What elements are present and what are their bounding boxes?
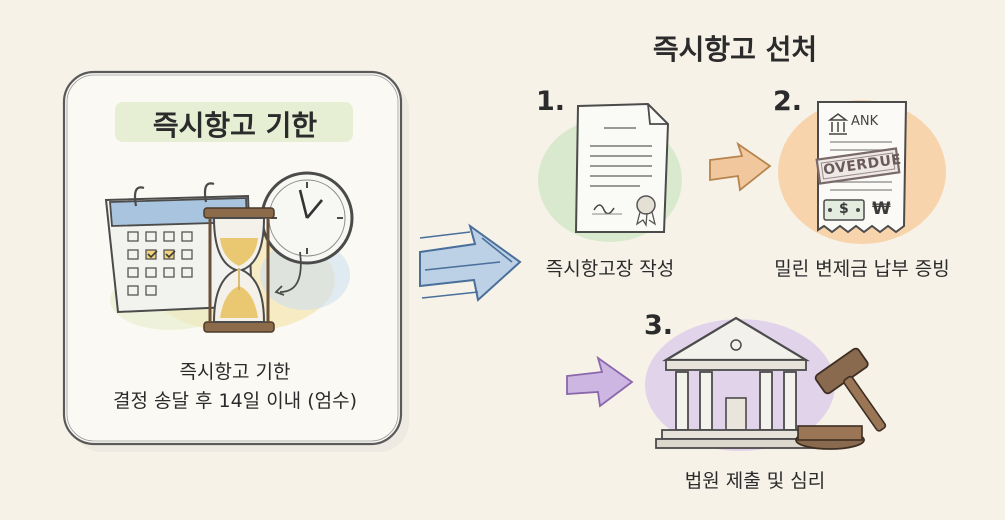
receipt-dollar-symbol: $ (839, 201, 849, 217)
step3-courthouse-gavel-icon (645, 316, 887, 451)
arrow-orange-icon (709, 141, 772, 192)
deadline-subtitle-line1: 즉시항고 기한 (179, 361, 291, 383)
section-title: 즉시항고 선처 (652, 33, 818, 66)
step1-number: 1. (536, 86, 566, 117)
arrow-purple-icon (566, 355, 634, 408)
step2-number: 2. (773, 86, 803, 117)
deadline-subtitle-line2: 결정 송달 후 14일 이내 (엄수) (112, 390, 357, 412)
step1-label: 즉시항고장 작성 (545, 258, 675, 280)
step1-document-icon (538, 102, 682, 242)
step2-label: 밀린 변제금 납부 증빙 (774, 258, 950, 280)
calendar-hourglass-clock-icon (104, 171, 354, 333)
main-arrow-icon (419, 223, 522, 302)
step3-label: 법원 제출 및 심리 (684, 470, 826, 492)
deadline-card-subtitle: 즉시항고 기한 결정 송달 후 14일 이내 (엄수) (80, 358, 390, 416)
receipt-won-symbol: ₩ (872, 199, 891, 219)
step3-number: 3. (644, 310, 674, 341)
deadline-card-title: 즉시항고 기한 (152, 109, 318, 142)
receipt-bank-text: ANK (851, 114, 879, 129)
step2-overdue-receipt-icon (778, 100, 946, 244)
